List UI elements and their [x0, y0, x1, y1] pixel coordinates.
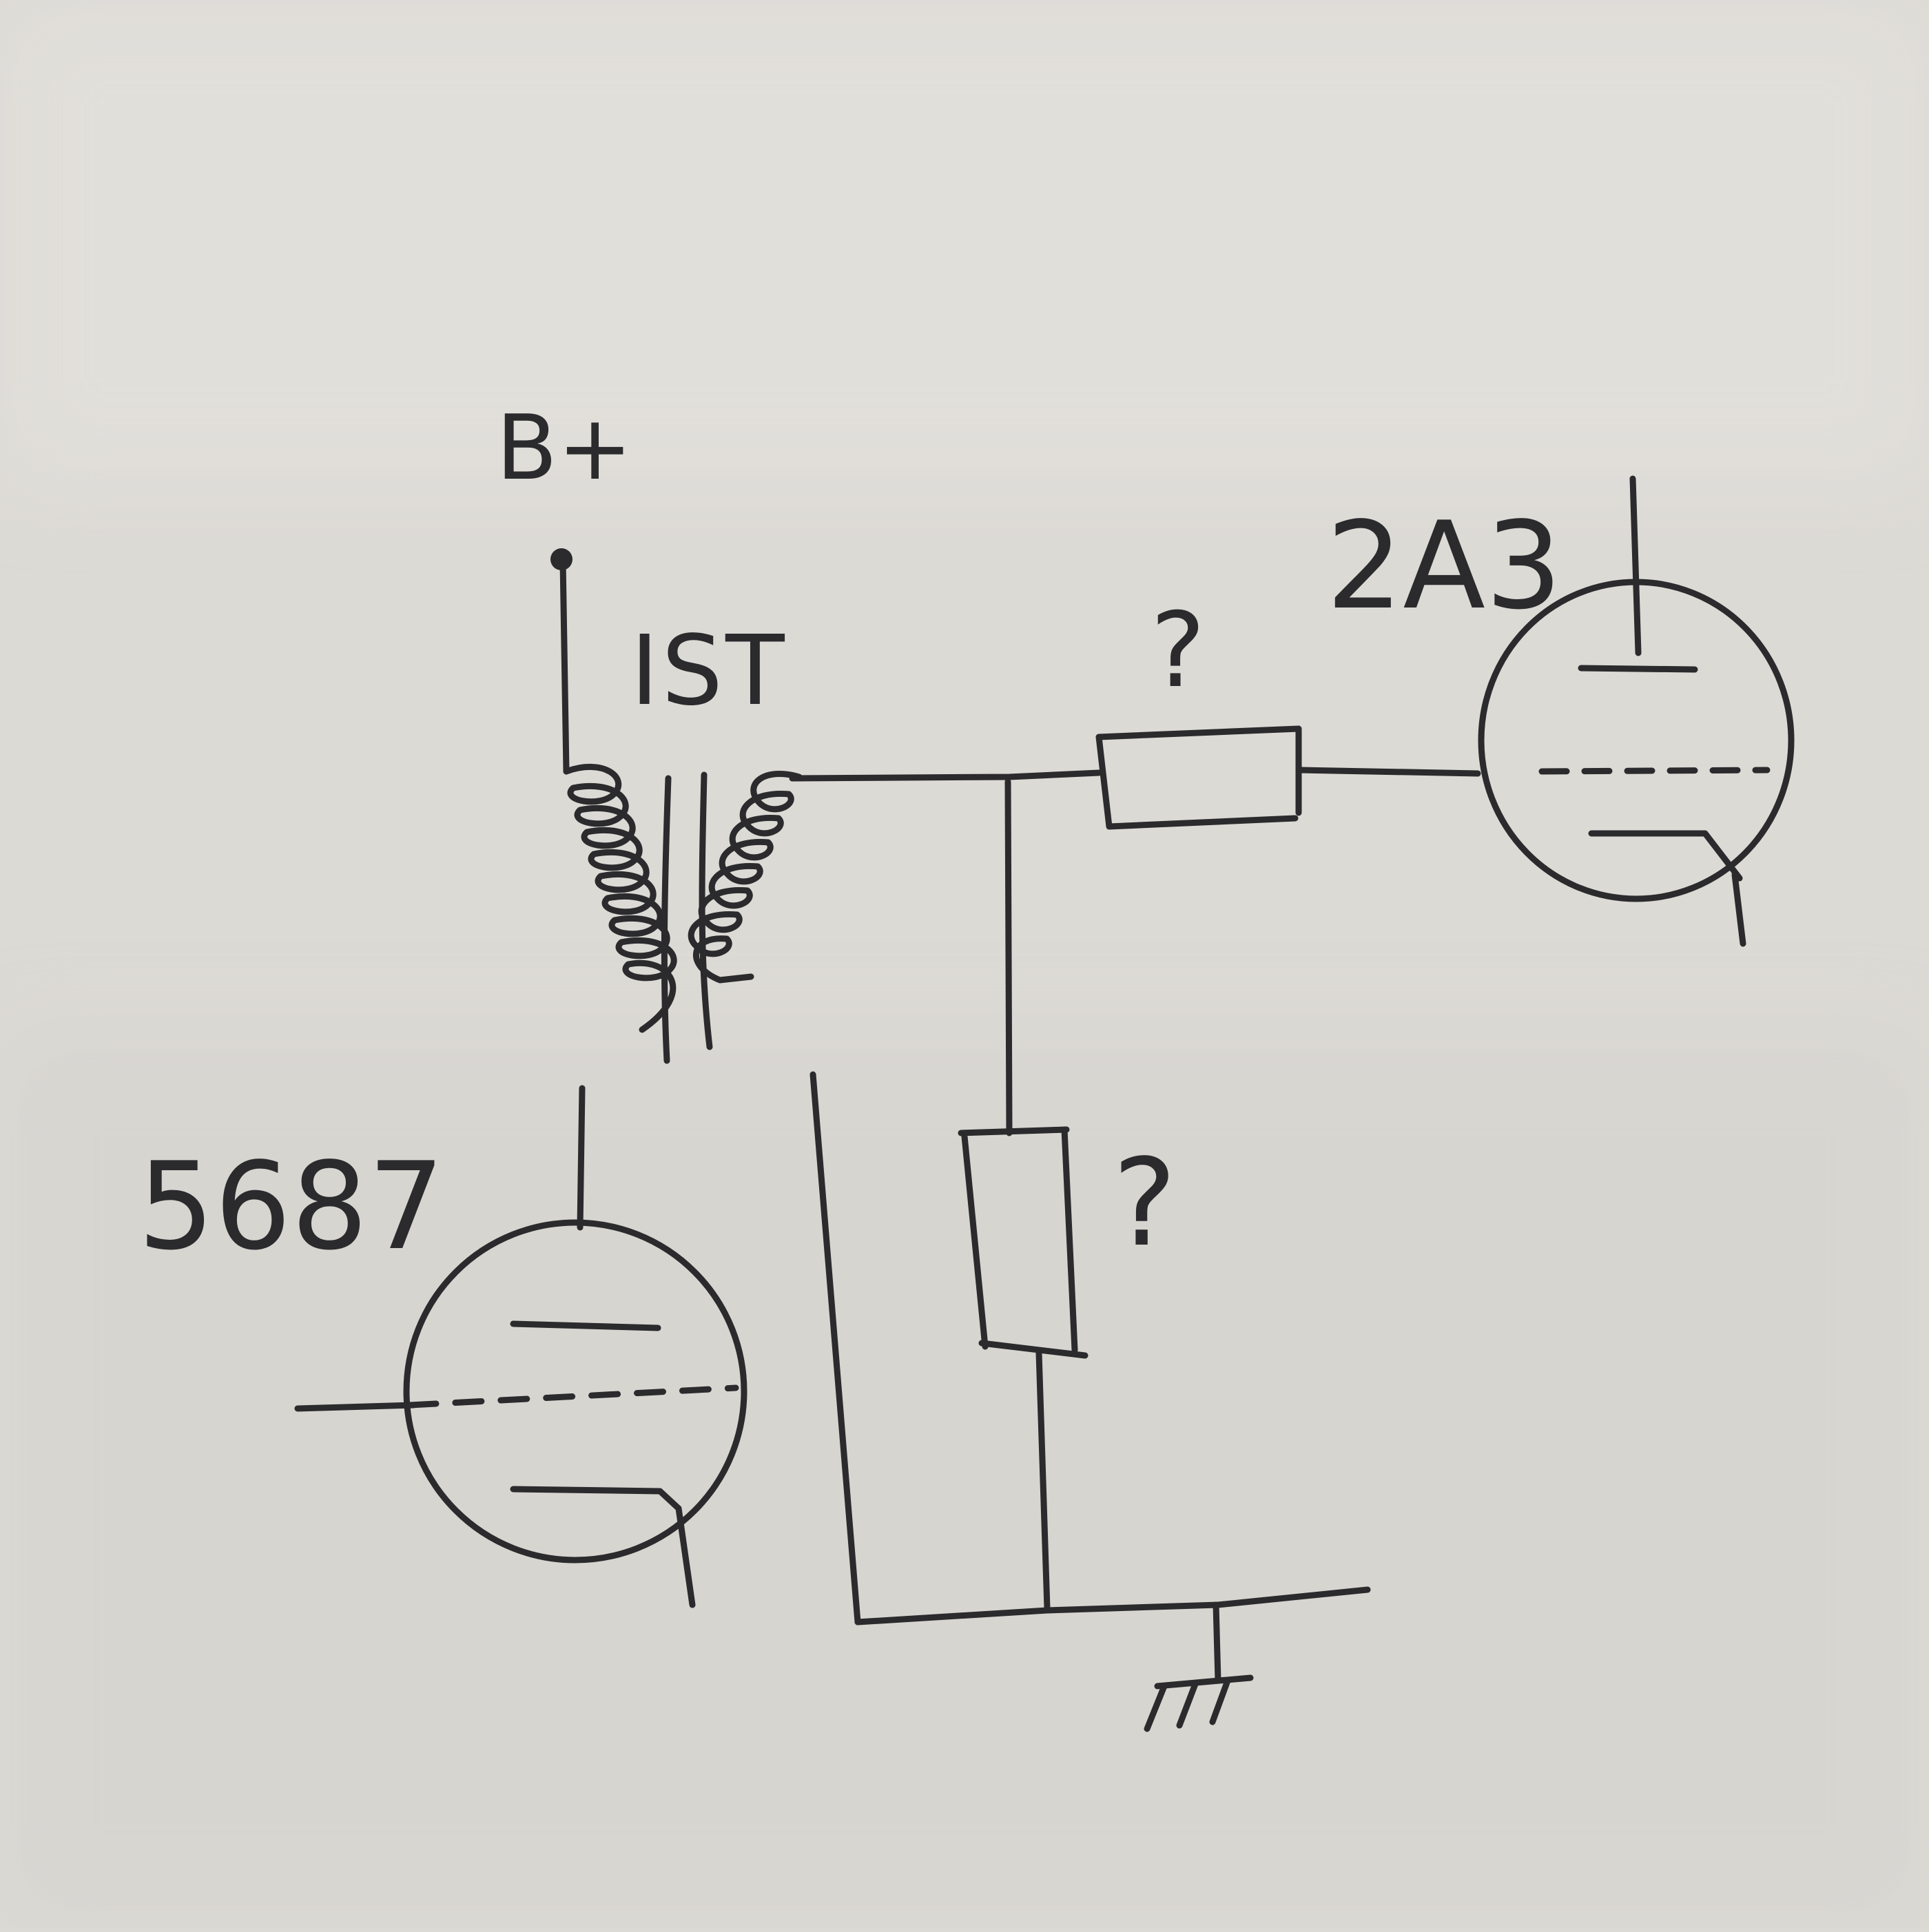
- shunt-resistor-lead-bottom: [1035, 1350, 1051, 1612]
- shunt-resistor-label: ?: [1113, 1134, 1177, 1274]
- secondary-winding: [688, 771, 803, 984]
- driver-tube-label: 5687: [138, 1137, 445, 1277]
- shunt-resistor: [958, 1126, 1089, 1359]
- tube-2a3-icon: [1478, 475, 1795, 947]
- transformer-core-line-1: [661, 775, 672, 1064]
- transformer-label: IST: [630, 615, 787, 727]
- secondary-bottom-return: [809, 1071, 861, 1625]
- output-tube-label: 2A3: [1326, 497, 1562, 636]
- bplus-lead: [559, 558, 570, 775]
- primary-winding: [563, 763, 677, 1033]
- series-resistor-label: ?: [1151, 591, 1206, 711]
- ground-bus: [854, 1586, 1371, 1625]
- tube-5687-icon: [294, 1085, 747, 1608]
- ground-icon: [1144, 1601, 1254, 1732]
- series-resistor: [1095, 725, 1302, 830]
- bplus-label: B+: [496, 395, 633, 500]
- series-resistor-lead-to-grid: [1297, 767, 1481, 777]
- shunt-resistor-lead-top: [1004, 778, 1013, 1136]
- secondary-top-wire: [789, 769, 1102, 782]
